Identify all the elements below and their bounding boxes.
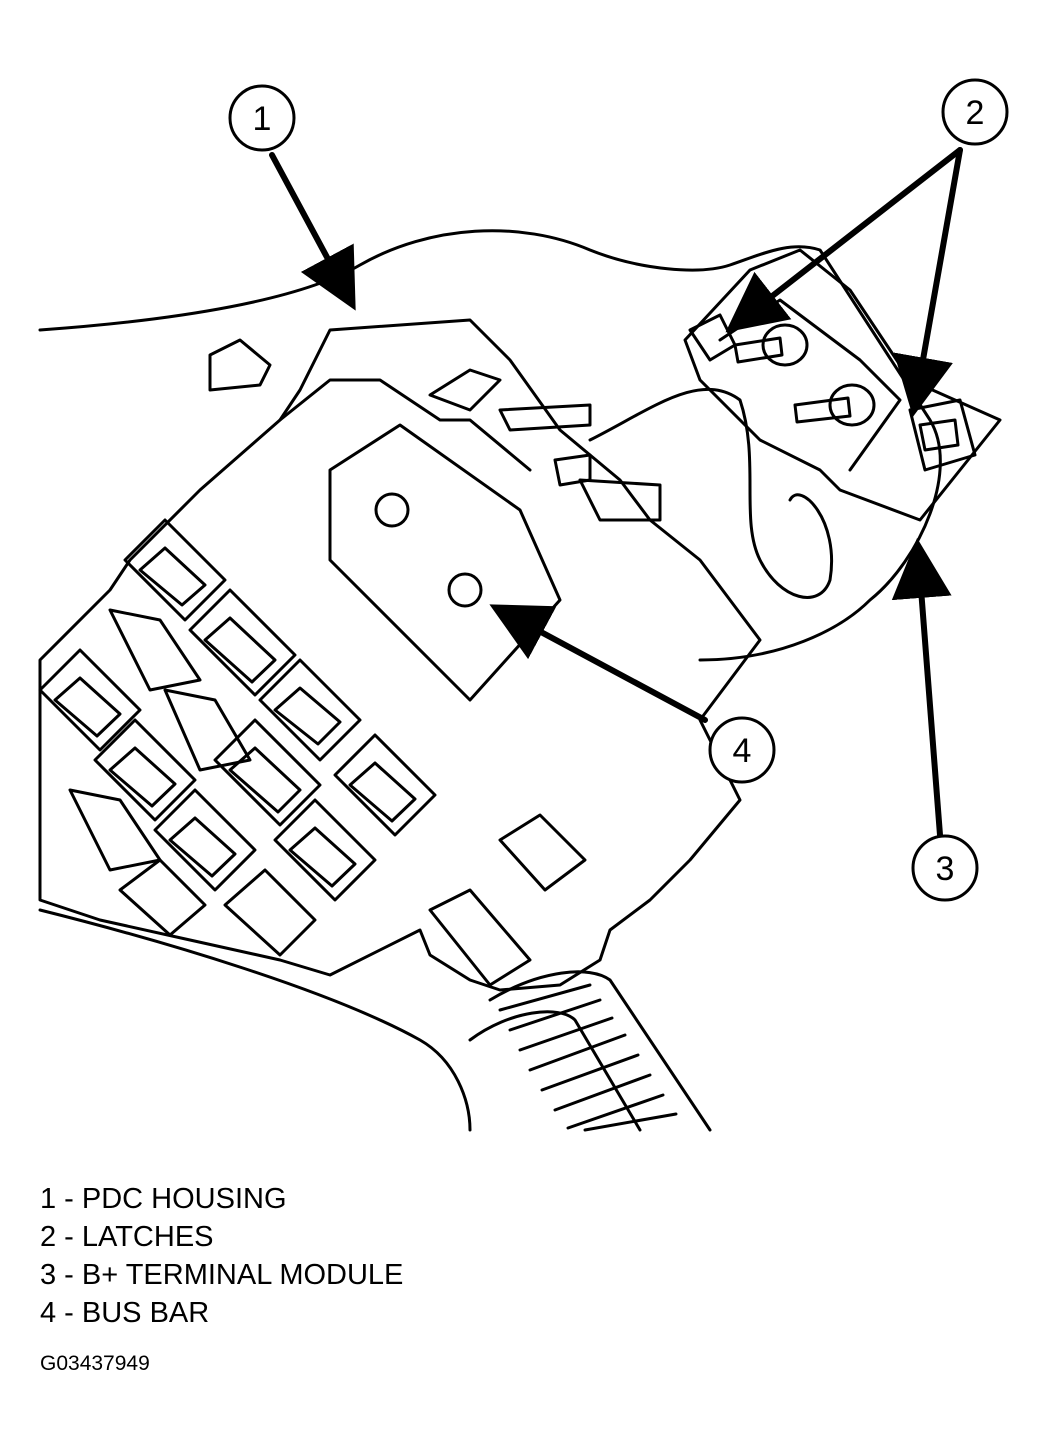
latch-right bbox=[908, 398, 977, 472]
callout-3-number: 3 bbox=[936, 850, 955, 888]
bus-bar bbox=[328, 423, 562, 702]
pdc-illustration: 1 2 3 4 bbox=[38, 78, 1009, 1132]
figure-code: G03437949 bbox=[40, 1352, 150, 1375]
b-plus-terminal-module bbox=[683, 248, 1002, 522]
callout-4: 4 bbox=[708, 716, 776, 784]
legend: 1 - PDC HOUSING 2 - LATCHES 3 - B+ TERMI… bbox=[40, 1180, 403, 1332]
hand-outline bbox=[38, 229, 942, 662]
callout-1: 1 bbox=[228, 84, 296, 152]
legend-item-bus-bar: 4 - BUS BAR bbox=[40, 1297, 210, 1329]
fuse-cavities bbox=[38, 518, 437, 957]
leader-arrow-1 bbox=[269, 152, 356, 311]
callout-1-number: 1 bbox=[253, 100, 272, 138]
leader-arrow-4 bbox=[489, 604, 708, 723]
callout-3: 3 bbox=[911, 834, 979, 902]
legend-item-latches: 2 - LATCHES bbox=[40, 1221, 214, 1253]
callout-4-number: 4 bbox=[733, 732, 752, 770]
legend-item-pdc-housing: 1 - PDC HOUSING bbox=[40, 1183, 287, 1215]
pdc-housing bbox=[38, 318, 762, 992]
leader-arrow-2b bbox=[893, 147, 963, 417]
callout-2-number: 2 bbox=[966, 94, 985, 132]
latch-left bbox=[688, 313, 737, 362]
leader-arrow-3 bbox=[891, 538, 952, 838]
leader-arrow-2a bbox=[725, 147, 963, 333]
wiring-conduit bbox=[468, 970, 712, 1132]
callout-2: 2 bbox=[941, 78, 1009, 146]
legend-item-b-plus-terminal-module: 3 - B+ TERMINAL MODULE bbox=[40, 1259, 404, 1291]
